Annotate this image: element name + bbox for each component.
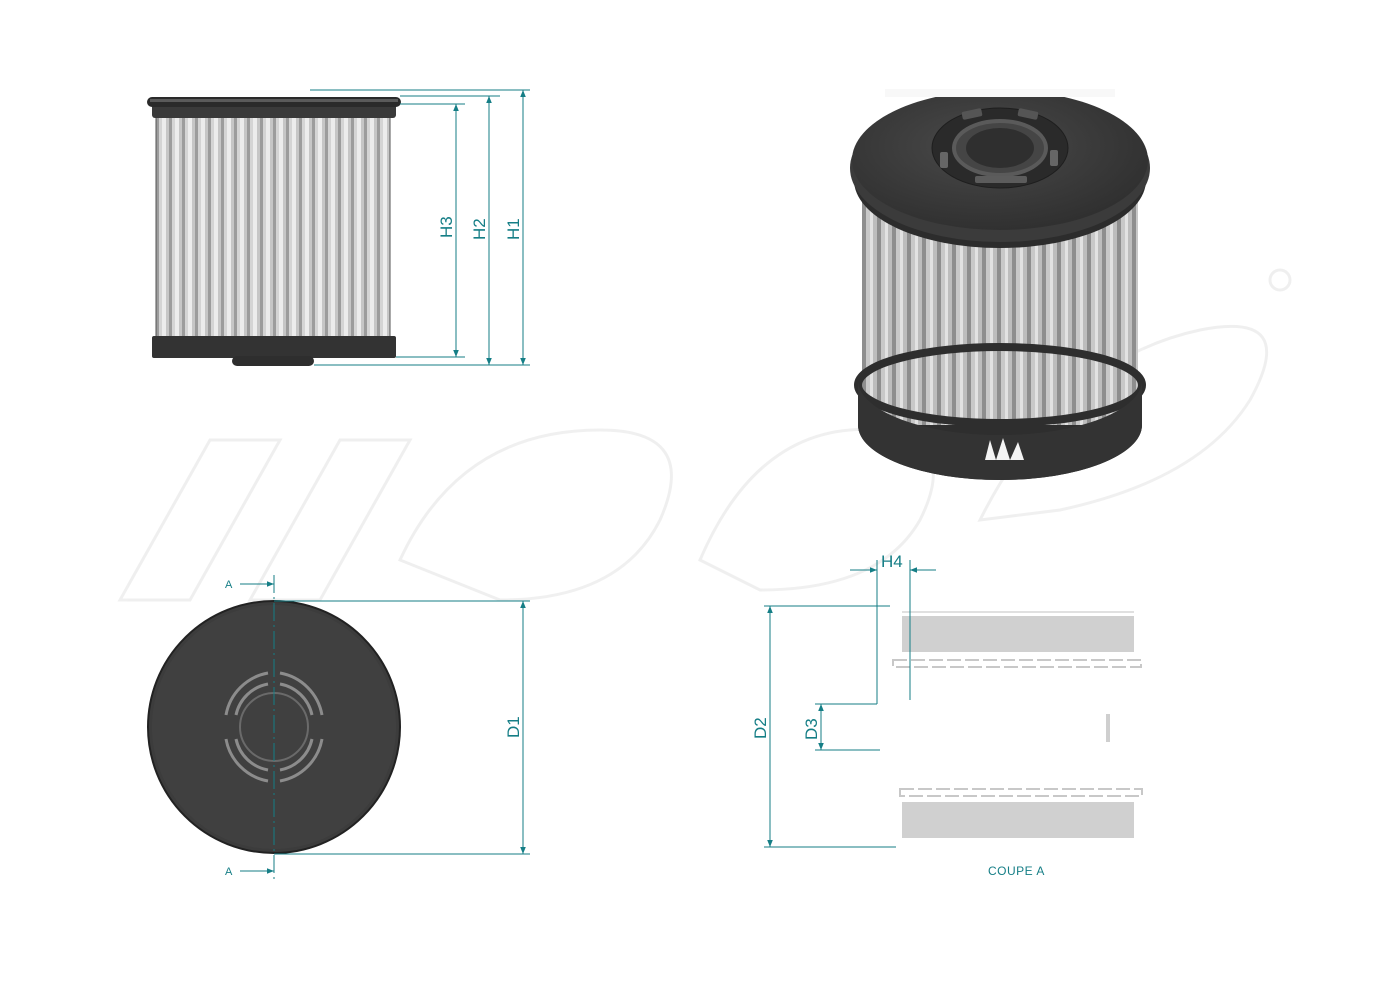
section-line — [240, 575, 275, 880]
section-center-mark — [1106, 714, 1110, 742]
section-media-bottom — [899, 788, 1143, 797]
section-cap-top — [902, 616, 1134, 652]
section-view — [892, 611, 1143, 838]
outlet-port-perspective — [931, 107, 1069, 189]
section-dimensions — [764, 560, 936, 848]
bottom-endcap-front — [152, 336, 396, 358]
label-h3: H3 — [437, 216, 456, 238]
label-d2: D2 — [751, 717, 770, 739]
perspective-view — [850, 89, 1150, 480]
front-view — [147, 97, 401, 366]
filter-media-front — [155, 115, 391, 339]
label-h2: H2 — [470, 218, 489, 240]
diameter-d1 — [274, 600, 530, 855]
section-media-top — [892, 659, 1142, 668]
label-h4: H4 — [881, 552, 903, 571]
section-caption: COUPE A — [988, 864, 1045, 878]
label-d3: D3 — [802, 718, 821, 740]
outlet-port-top-view — [224, 671, 324, 783]
label-h1: H1 — [504, 218, 523, 240]
cut-line-highlight — [885, 89, 1115, 97]
bottom-spigot-front — [232, 356, 314, 366]
height-dimensions — [310, 89, 530, 366]
section-marker-top: A — [225, 579, 233, 591]
section-cap-bottom — [902, 802, 1134, 838]
label-d1: D1 — [504, 716, 523, 738]
section-marker-bottom: A — [225, 866, 233, 878]
top-endcap-front — [152, 104, 396, 118]
